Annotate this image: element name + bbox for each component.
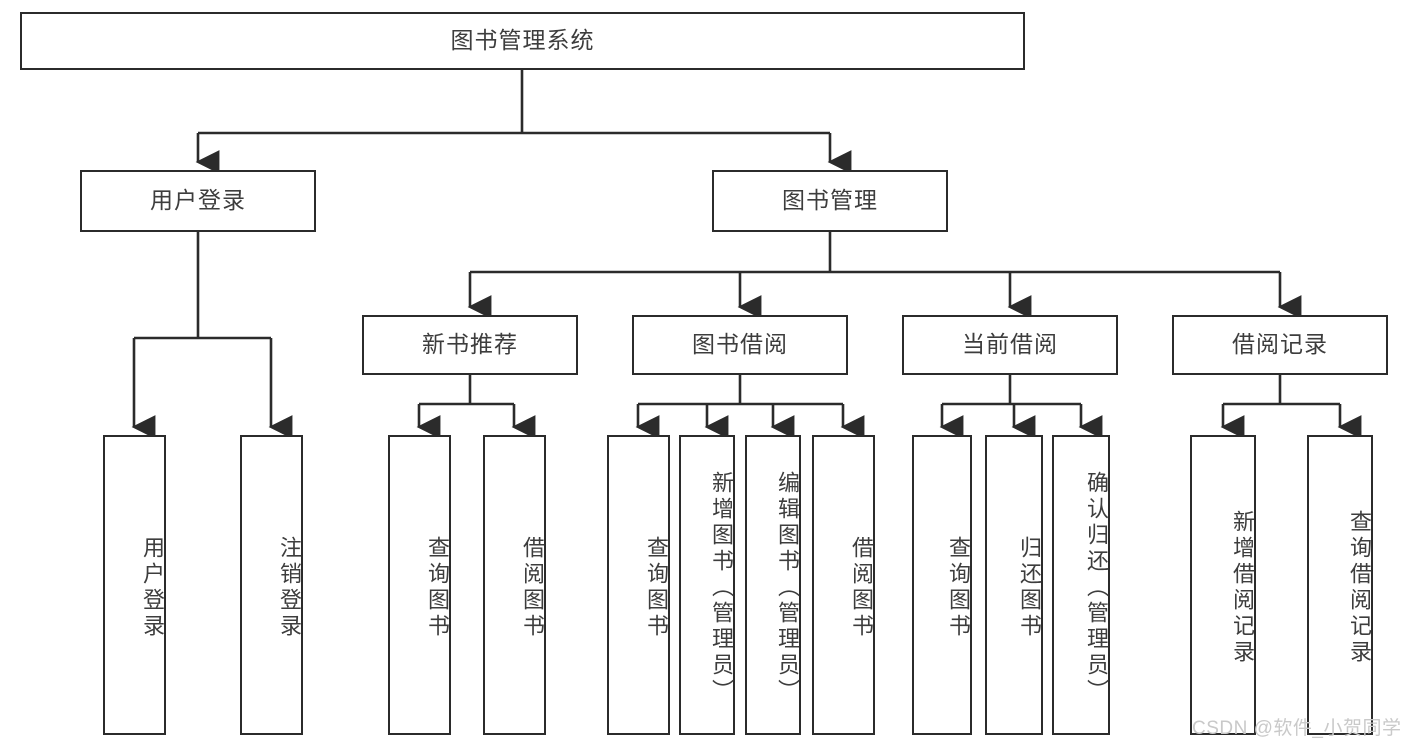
leaf-new-book-query[interactable]: 查询图书 (388, 435, 451, 735)
leaf-current-query[interactable]: 查询图书 (912, 435, 972, 735)
leaf-user-logout-label: 注销登录 (277, 536, 302, 640)
leaf-borrow-add-book-admin-label: 新增图书（管理员） (709, 471, 734, 705)
node-user-login-label: 用户登录 (150, 187, 246, 214)
node-current-borrow[interactable]: 当前借阅 (902, 315, 1118, 375)
node-book-management-label: 图书管理 (782, 187, 878, 214)
leaf-record-add-label: 新增借阅记录 (1230, 510, 1255, 666)
leaf-record-query[interactable]: 查询借阅记录 (1307, 435, 1373, 735)
leaf-borrow-lend-book[interactable]: 借阅图书 (812, 435, 875, 735)
leaf-new-book-query-label: 查询图书 (425, 536, 450, 640)
leaf-user-login-label: 用户登录 (140, 536, 165, 640)
node-current-borrow-label: 当前借阅 (962, 331, 1058, 358)
leaf-record-query-label: 查询借阅记录 (1347, 510, 1372, 666)
leaf-current-query-label: 查询图书 (946, 536, 971, 640)
node-borrow-record[interactable]: 借阅记录 (1172, 315, 1388, 375)
node-user-login[interactable]: 用户登录 (80, 170, 316, 232)
leaf-user-logout[interactable]: 注销登录 (240, 435, 303, 735)
node-borrow-record-label: 借阅记录 (1232, 331, 1328, 358)
node-book-borrow-label: 图书借阅 (692, 331, 788, 358)
node-root[interactable]: 图书管理系统 (20, 12, 1025, 70)
leaf-current-return[interactable]: 归还图书 (985, 435, 1043, 735)
leaf-borrow-add-book-admin[interactable]: 新增图书（管理员） (679, 435, 735, 735)
node-book-management[interactable]: 图书管理 (712, 170, 948, 232)
leaf-borrow-query-label: 查询图书 (644, 536, 669, 640)
leaf-record-add[interactable]: 新增借阅记录 (1190, 435, 1256, 735)
leaf-current-confirm-return-admin-label: 确认归还（管理员） (1084, 471, 1109, 705)
leaf-borrow-edit-book-admin-label: 编辑图书（管理员） (775, 471, 800, 705)
leaf-current-confirm-return-admin[interactable]: 确认归还（管理员） (1052, 435, 1110, 735)
node-root-label: 图书管理系统 (450, 27, 595, 54)
node-new-book-recommend-label: 新书推荐 (422, 331, 518, 358)
csdn-watermark: CSDN @软件_小贺同学 (1192, 718, 1402, 739)
leaf-user-login[interactable]: 用户登录 (103, 435, 166, 735)
node-book-borrow[interactable]: 图书借阅 (632, 315, 848, 375)
leaf-borrow-query[interactable]: 查询图书 (607, 435, 670, 735)
node-new-book-recommend[interactable]: 新书推荐 (362, 315, 578, 375)
leaf-new-book-borrow-label: 借阅图书 (520, 536, 545, 640)
leaf-borrow-edit-book-admin[interactable]: 编辑图书（管理员） (745, 435, 801, 735)
leaf-borrow-lend-book-label: 借阅图书 (849, 536, 874, 640)
leaf-current-return-label: 归还图书 (1017, 536, 1042, 640)
leaf-new-book-borrow[interactable]: 借阅图书 (483, 435, 546, 735)
